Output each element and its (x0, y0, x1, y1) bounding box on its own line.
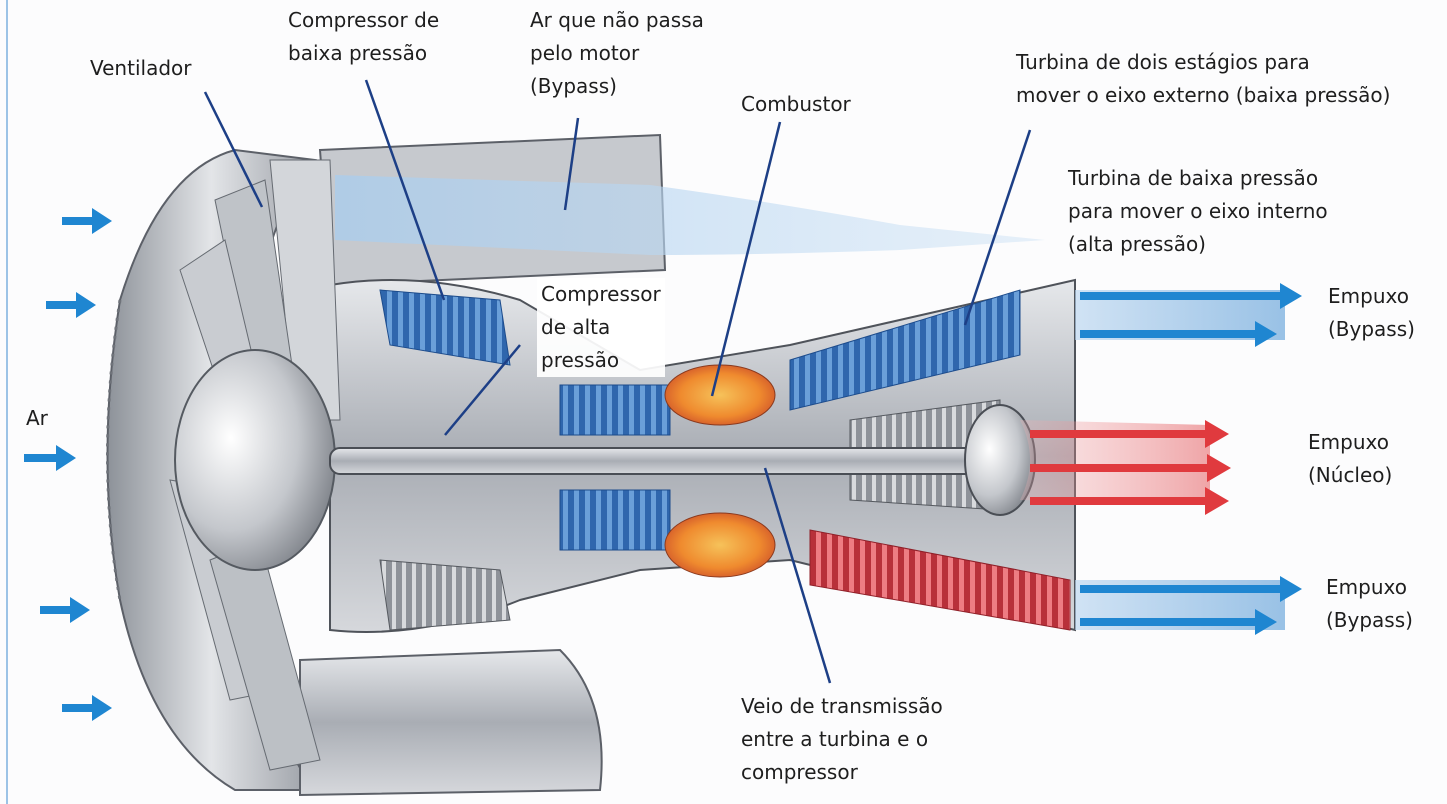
lower-nacelle (300, 650, 602, 795)
high-pressure-compressor-lower (560, 490, 670, 550)
label-ar: Ar (26, 402, 48, 435)
label-turbina-dois-estagios: Turbina de dois estágios para mover o ei… (1016, 46, 1390, 112)
label-empuxo-bypass-top: Empuxo (Bypass) (1328, 280, 1415, 346)
drive-shaft (330, 448, 1020, 474)
label-empuxo-bypass-bottom: Empuxo (Bypass) (1326, 571, 1413, 637)
label-turbina-baixa: Turbina de baixa pressão para mover o ei… (1068, 162, 1328, 261)
label-compressor-alta: Compressor de alta pressão (537, 278, 665, 377)
label-ar-bypass: Ar que não passa pelo motor (Bypass) (530, 4, 704, 103)
combustor-upper (665, 365, 775, 425)
inlet-arrows (24, 208, 112, 721)
bypass-flow-ribbon (335, 175, 1045, 255)
spinner-cone (175, 350, 335, 570)
low-pressure-compressor-lower (380, 560, 510, 630)
label-combustor: Combustor (741, 88, 851, 121)
label-compressor-baixa: Compressor de baixa pressão (288, 4, 439, 70)
combustor-lower (665, 513, 775, 577)
high-pressure-compressor-upper (560, 385, 670, 435)
label-veio-transmissao: Veio de transmissão entre a turbina e o … (741, 690, 943, 789)
label-ventilador: Ventilador (90, 52, 191, 85)
core-thrust-arrows (1030, 420, 1231, 515)
label-empuxo-nucleo: Empuxo (Núcleo) (1308, 426, 1392, 492)
